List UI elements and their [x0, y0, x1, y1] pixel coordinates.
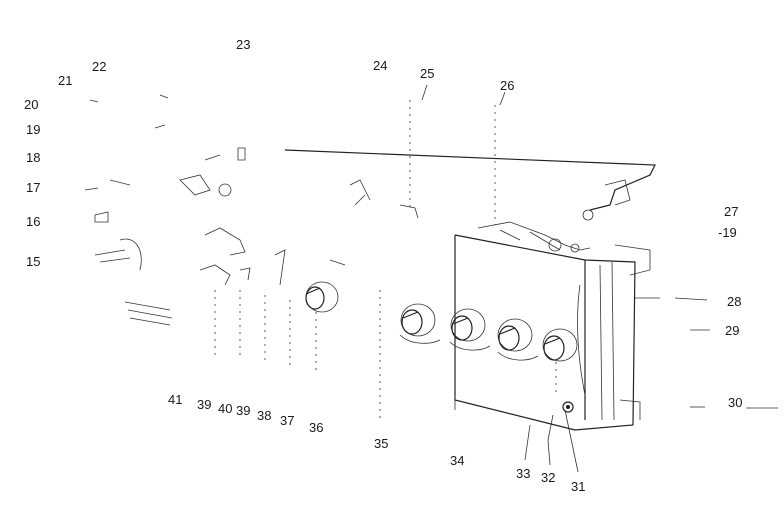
- callout-21: 21: [58, 73, 73, 88]
- left-exploded-parts: [84, 94, 419, 326]
- callout-39-a: 39: [197, 397, 212, 412]
- screw-31: [562, 401, 574, 413]
- callout-26: 26: [500, 78, 515, 93]
- callout-19-right: -19: [718, 225, 737, 240]
- callout-36: 36: [309, 420, 324, 435]
- knob-3: [497, 318, 539, 361]
- callout-25: 25: [420, 66, 435, 81]
- callout-38: 38: [257, 408, 272, 423]
- callout-31: 31: [571, 479, 586, 494]
- callout-37: 37: [280, 413, 295, 428]
- callout-39-b: 39: [236, 403, 251, 418]
- knob-2: [449, 308, 491, 351]
- callout-15: 15: [26, 254, 41, 269]
- callout-30: 30: [728, 395, 743, 410]
- callout-32: 32: [541, 470, 556, 485]
- callout-34: 34: [450, 453, 465, 468]
- callout-16: 16: [26, 214, 41, 229]
- leader-lines: [379, 84, 778, 473]
- control-panel-housing: [284, 149, 656, 431]
- callout-19: 19: [26, 122, 41, 137]
- knob-4: [542, 328, 578, 395]
- callout-29: 29: [725, 323, 740, 338]
- callout-20: 20: [24, 97, 39, 112]
- callout-18: 18: [26, 150, 41, 165]
- callout-22: 22: [92, 59, 107, 74]
- callout-40: 40: [218, 401, 233, 416]
- callout-23: 23: [236, 37, 251, 52]
- knob-1: [399, 303, 441, 344]
- callout-28: 28: [727, 294, 742, 309]
- callout-24: 24: [373, 58, 388, 73]
- callout-41: 41: [168, 392, 183, 407]
- callout-33: 33: [516, 466, 531, 481]
- selector-knob: [305, 281, 339, 370]
- callout-17: 17: [26, 180, 41, 195]
- callout-35: 35: [374, 436, 389, 451]
- callout-27: 27: [724, 204, 739, 219]
